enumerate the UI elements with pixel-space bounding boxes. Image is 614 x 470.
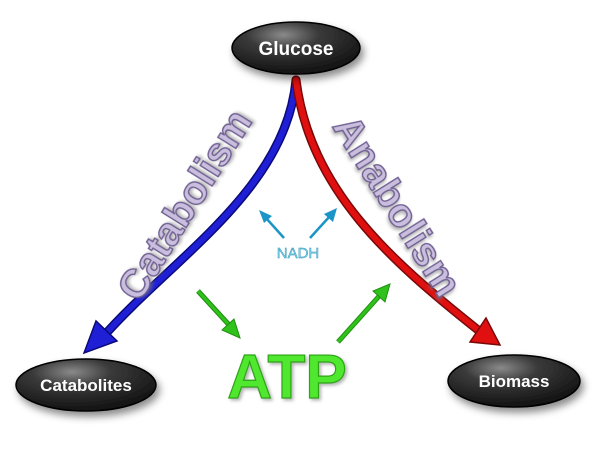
atp-output-arrowhead: [372, 283, 391, 303]
nadh-arrowhead-right: [324, 208, 337, 222]
nadh-arrowhead-left: [259, 210, 272, 223]
glucose-node: Glucose: [231, 21, 361, 75]
nadh-arrow-right: [309, 215, 331, 239]
biomass-label: Biomass: [479, 372, 550, 391]
atp-label: ATP: [227, 343, 346, 412]
anabolism-arrow: [291, 75, 502, 346]
nadh-arrows: [259, 208, 337, 239]
atp-arrows: [196, 283, 391, 344]
catabolites-node: Catabolites: [15, 358, 157, 412]
catabolism-arrow: [82, 75, 301, 355]
nadh-label: NADH: [277, 245, 320, 262]
biomass-node: Biomass: [447, 354, 581, 408]
glucose-label: Glucose: [259, 39, 334, 60]
atp-input-arrowhead: [221, 318, 241, 339]
nadh-arrow-left: [265, 217, 285, 239]
catabolites-label: Catabolites: [40, 376, 132, 395]
